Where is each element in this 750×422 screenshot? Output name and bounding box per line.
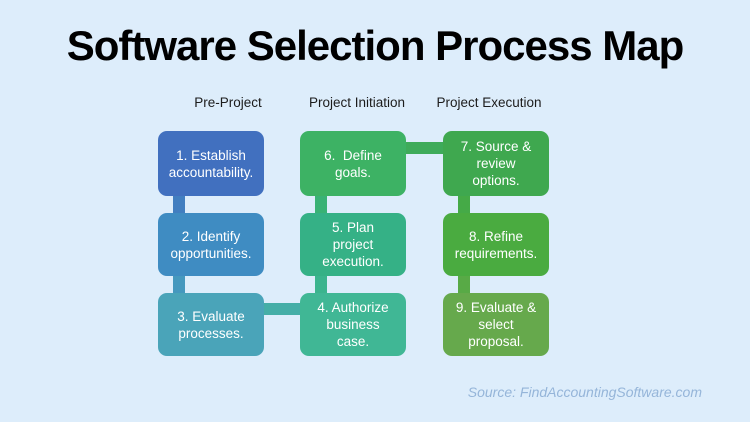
process-box-2: 2. Identify opportunities. [158, 213, 264, 276]
column-header-project-initiation: Project Initiation [308, 95, 406, 110]
column-header-pre-project: Pre-Project [194, 95, 262, 110]
process-box-4: 4. Authorize business case. [300, 293, 406, 356]
process-box-8: 8. Refine requirements. [443, 213, 549, 276]
connector-step3-step4 [262, 303, 302, 315]
column-header-project-execution: Project Execution [436, 95, 542, 110]
process-box-1: 1. Establish accountability. [158, 131, 264, 196]
process-box-3: 3. Evaluate processes. [158, 293, 264, 356]
process-box-6: 6. Define goals. [300, 131, 406, 196]
process-box-9: 9. Evaluate & select proposal. [443, 293, 549, 356]
connector-step5-step6 [315, 195, 327, 214]
connector-step6-step7 [404, 142, 445, 154]
connector-step1-step2 [173, 195, 185, 214]
process-box-5: 5. Plan project execution. [300, 213, 406, 276]
connector-step2-step3 [173, 275, 185, 294]
connector-step4-step5 [315, 275, 327, 294]
connector-step7-step8 [458, 195, 470, 214]
connector-step8-step9 [458, 275, 470, 294]
source-attribution: Source: FindAccountingSoftware.com [467, 384, 702, 400]
page-title: Software Selection Process Map [66, 22, 685, 69]
process-box-7: 7. Source & review options. [443, 131, 549, 196]
